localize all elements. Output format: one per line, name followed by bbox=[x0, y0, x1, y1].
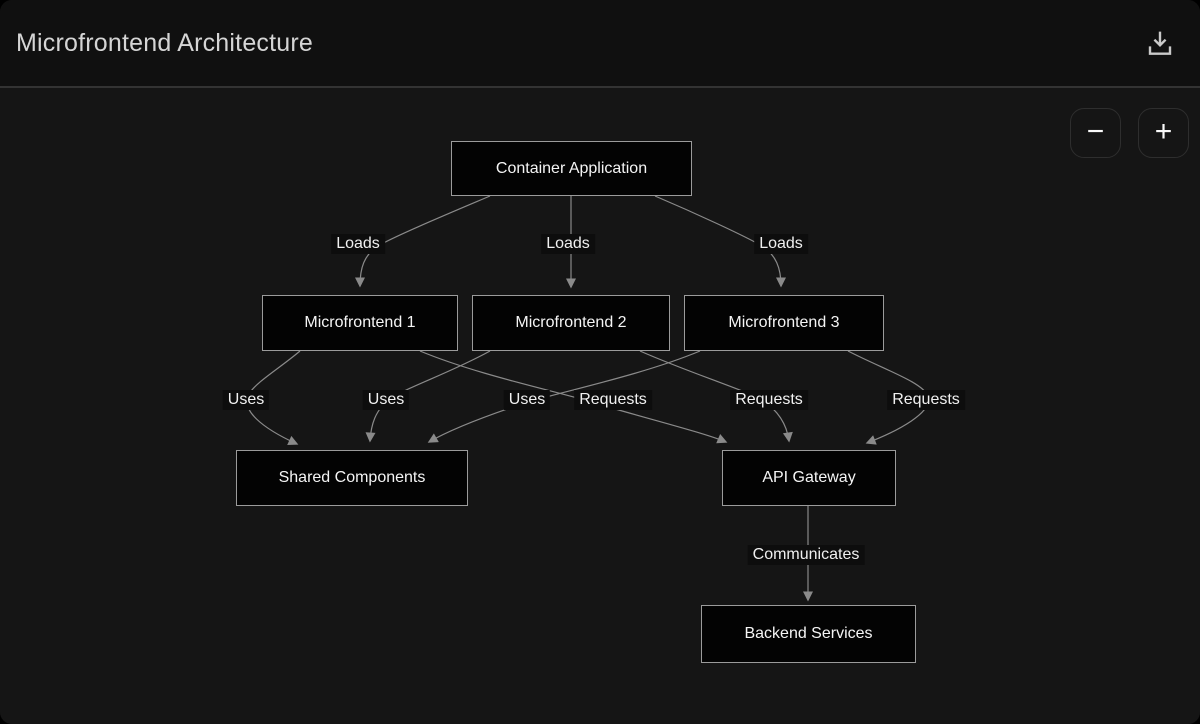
diagram-node-backend: Backend Services bbox=[701, 605, 916, 663]
edge-label-mf1-api: Requests bbox=[574, 390, 652, 410]
edge-label-mf1-shared: Uses bbox=[222, 390, 270, 410]
zoom-controls: − + bbox=[1070, 108, 1189, 158]
diagram-node-shared: Shared Components bbox=[236, 450, 468, 506]
edge-label-container-mf2: Loads bbox=[541, 234, 595, 254]
edge-mf1-api bbox=[419, 350, 728, 444]
zoom-out-button[interactable]: − bbox=[1070, 108, 1121, 158]
download-button[interactable] bbox=[1140, 23, 1180, 63]
diagram-node-mf3: Microfrontend 3 bbox=[684, 295, 884, 351]
diagram-node-api: API Gateway bbox=[722, 450, 896, 506]
page-title: Microfrontend Architecture bbox=[16, 28, 313, 57]
diagram-node-container: Container Application bbox=[451, 141, 692, 196]
zoom-in-button[interactable]: + bbox=[1138, 108, 1189, 158]
edge-label-mf3-shared: Uses bbox=[503, 390, 551, 410]
edge-label-container-mf1: Loads bbox=[331, 234, 385, 254]
edge-label-mf2-api: Requests bbox=[730, 390, 808, 410]
edge-label-mf3-api: Requests bbox=[887, 390, 965, 410]
edge-label-mf2-shared: Uses bbox=[362, 390, 410, 410]
header: Microfrontend Architecture bbox=[0, 0, 1200, 88]
edge-label-container-mf3: Loads bbox=[754, 234, 808, 254]
diagram-node-mf2: Microfrontend 2 bbox=[472, 295, 670, 351]
edge-label-api-backend: Communicates bbox=[747, 545, 865, 565]
diagram-node-mf1: Microfrontend 1 bbox=[262, 295, 458, 351]
download-icon bbox=[1148, 31, 1172, 55]
edge-mf3-shared bbox=[427, 350, 701, 443]
